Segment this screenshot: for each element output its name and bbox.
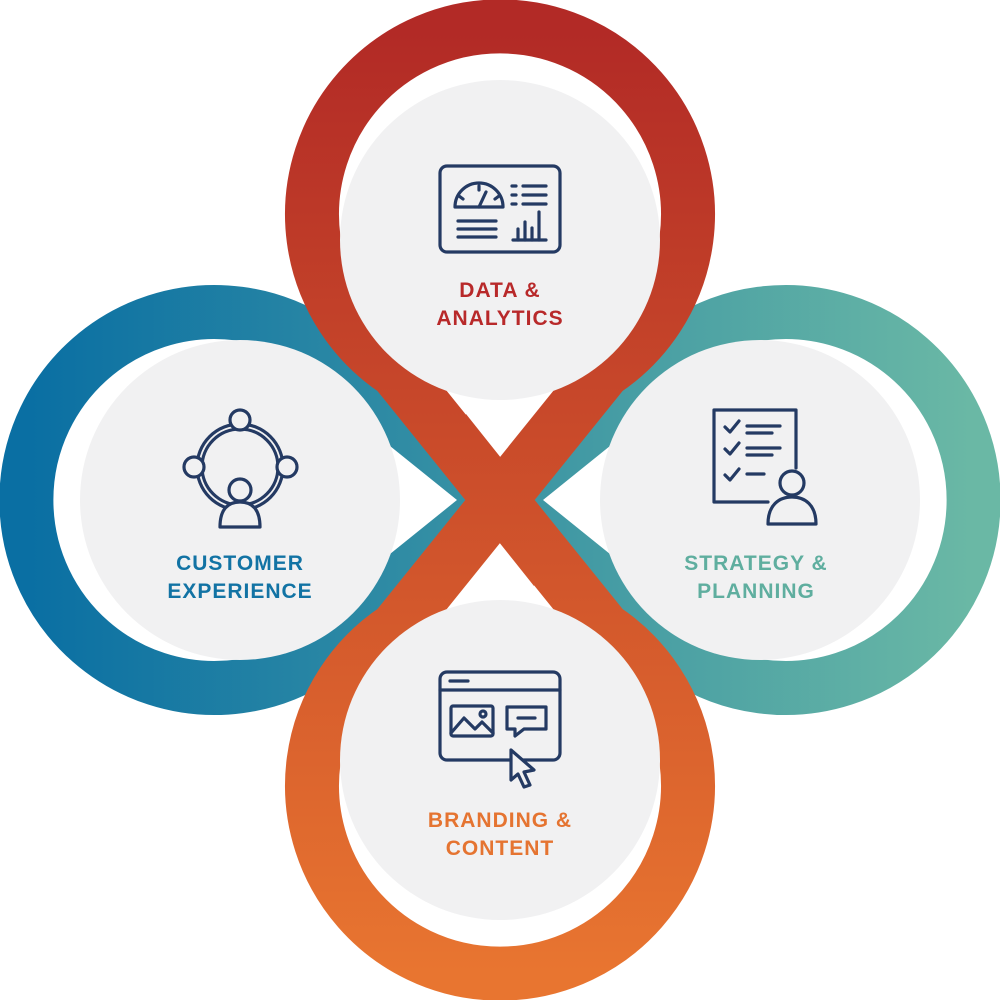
label-customer-experience: CUSTOMER EXPERIENCE bbox=[110, 550, 370, 606]
label-line: DATA & bbox=[459, 279, 541, 302]
label-line: CUSTOMER bbox=[176, 552, 304, 575]
horizontal-loop bbox=[0, 285, 1000, 715]
label-data-analytics: DATA & ANALYTICS bbox=[370, 277, 630, 333]
checklist-person-icon bbox=[712, 408, 818, 526]
label-line: STRATEGY & bbox=[684, 552, 828, 575]
disc-data bbox=[340, 80, 660, 400]
label-line: PLANNING bbox=[697, 580, 815, 603]
label-strategy-planning: STRATEGY & PLANNING bbox=[626, 550, 886, 606]
customer-network-icon bbox=[182, 408, 299, 529]
web-content-icon bbox=[438, 670, 562, 789]
vertical-loop bbox=[285, 0, 715, 1000]
label-branding-content: BRANDING & CONTENT bbox=[370, 807, 630, 863]
label-line: EXPERIENCE bbox=[167, 580, 313, 603]
dashboard-icon bbox=[438, 164, 562, 254]
label-line: ANALYTICS bbox=[436, 307, 564, 330]
label-line: CONTENT bbox=[445, 837, 555, 860]
loop-crossing bbox=[423, 414, 577, 586]
disc-strategy bbox=[600, 340, 920, 660]
label-line: BRANDING & bbox=[427, 809, 573, 832]
